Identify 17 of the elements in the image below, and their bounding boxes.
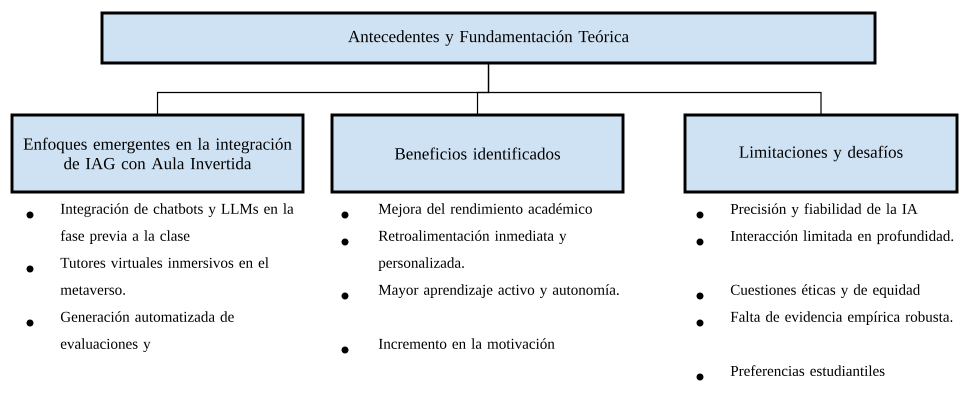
bullet-item: Retroalimentación inmediata y personalizada. xyxy=(342,230,566,271)
category-box: Beneficios identificados xyxy=(330,114,624,194)
connector xyxy=(488,64,822,114)
bullet-item: Integración de chatbots y LLMs en la fase previa a la clase xyxy=(26,203,294,244)
category-box: Limitaciones y desafíos xyxy=(684,114,958,194)
bullet-item: Mejora del rendimiento académico xyxy=(342,203,592,218)
bullet-item: Falta de evidencia empírica robusta. xyxy=(696,311,952,326)
bullet-item: Incremento en la motivación xyxy=(342,338,555,354)
bullet-item: Preferencias estudiantiles xyxy=(696,365,885,380)
bullet-item: Interacción limitada en profundidad. xyxy=(696,230,954,246)
bullet-item: Mayor aprendizaje activo y autonomía. xyxy=(342,284,619,300)
bullet-item: Tutores virtuales inmersivos en el metaverso. xyxy=(26,257,269,295)
bullet-item: Generación automatizada de evaluaciones y xyxy=(26,311,234,352)
category-box: Antecedentes y Fundamentación Teórica xyxy=(100,12,876,64)
bullet-item: Cuestiones éticas y de equidad xyxy=(696,284,920,300)
category-box: Enfoques emergentes en la integración de IAG con Aula Invertida xyxy=(10,114,304,194)
bullet-item: Precisión y fiabilidad de la IA xyxy=(696,203,918,218)
